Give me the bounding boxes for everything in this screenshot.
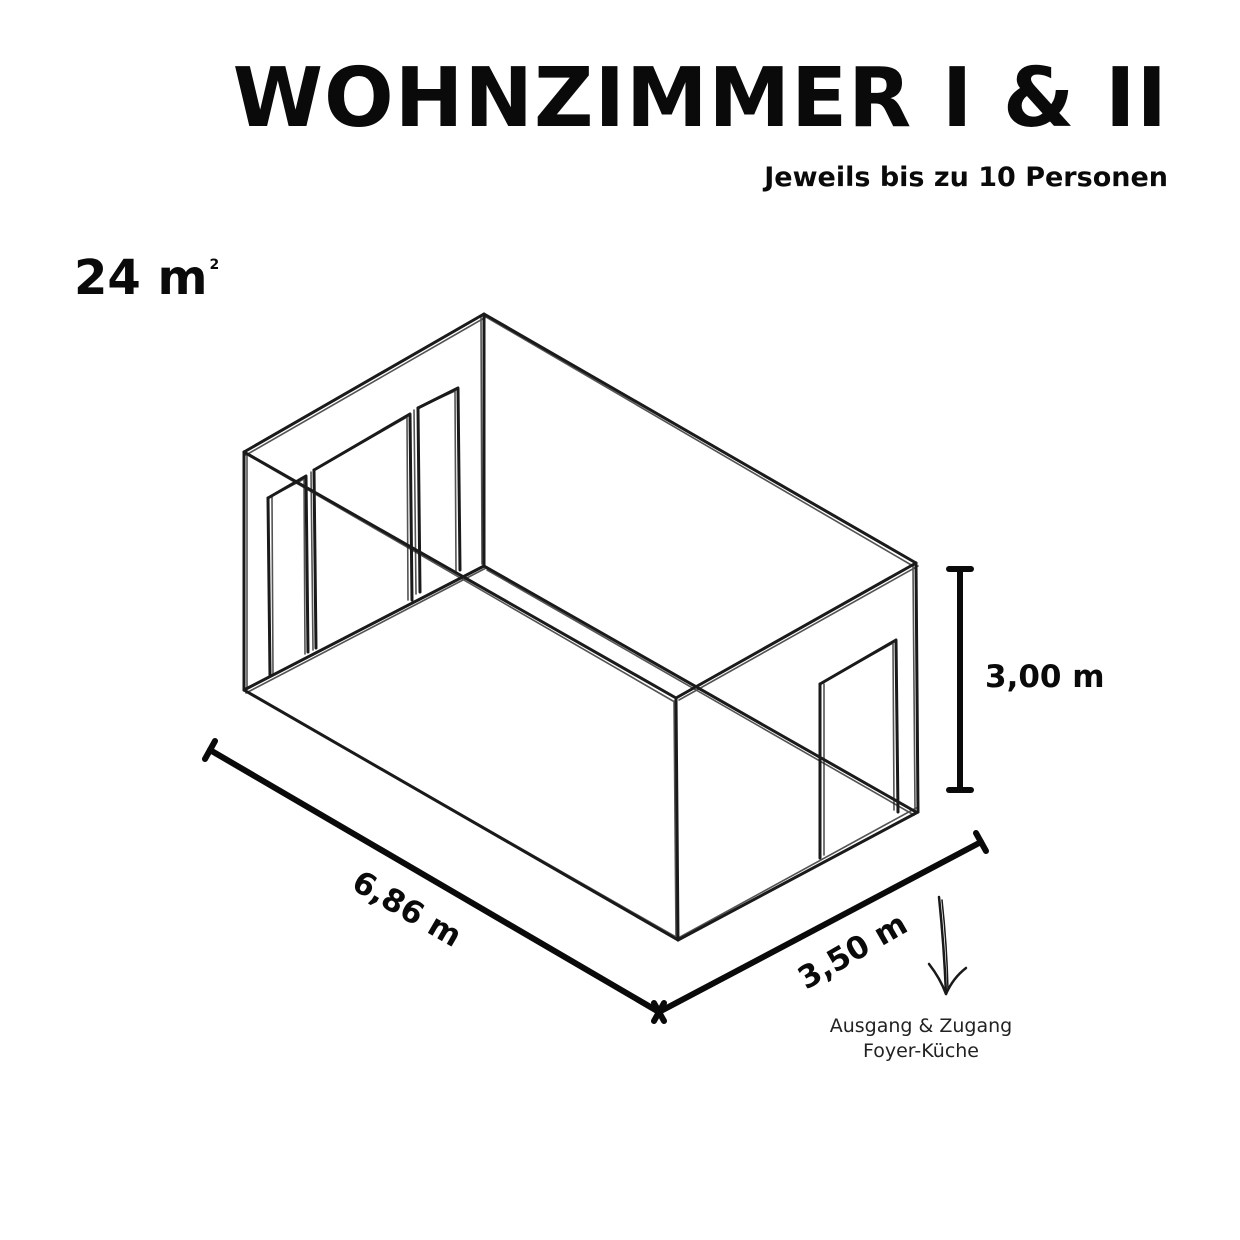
exit-note-line-2: Foyer-Küche xyxy=(863,1040,979,1062)
room-box xyxy=(242,312,920,942)
height-dimension xyxy=(946,566,974,793)
width-label: 3,50 m xyxy=(792,906,914,997)
exit-note: Ausgang & Zugang Foyer-Küche xyxy=(800,1014,1042,1064)
area-superscript: 2 xyxy=(209,257,220,273)
length-label: 6,86 m xyxy=(346,864,468,955)
right-wall-door xyxy=(818,638,900,860)
capacity-subtitle: Jeweils bis zu 10 Personen xyxy=(764,162,1168,193)
page-title: WOHNZIMMER I & II xyxy=(232,51,1168,146)
length-dimension xyxy=(202,738,667,1024)
width-dimension xyxy=(651,830,989,1024)
arrow-down-icon xyxy=(927,895,968,996)
area-value: 24 m xyxy=(74,250,208,306)
exit-note-line-1: Ausgang & Zugang xyxy=(829,1015,1013,1037)
height-label: 3,00 m xyxy=(985,659,1105,695)
left-wall-doors xyxy=(266,386,462,678)
